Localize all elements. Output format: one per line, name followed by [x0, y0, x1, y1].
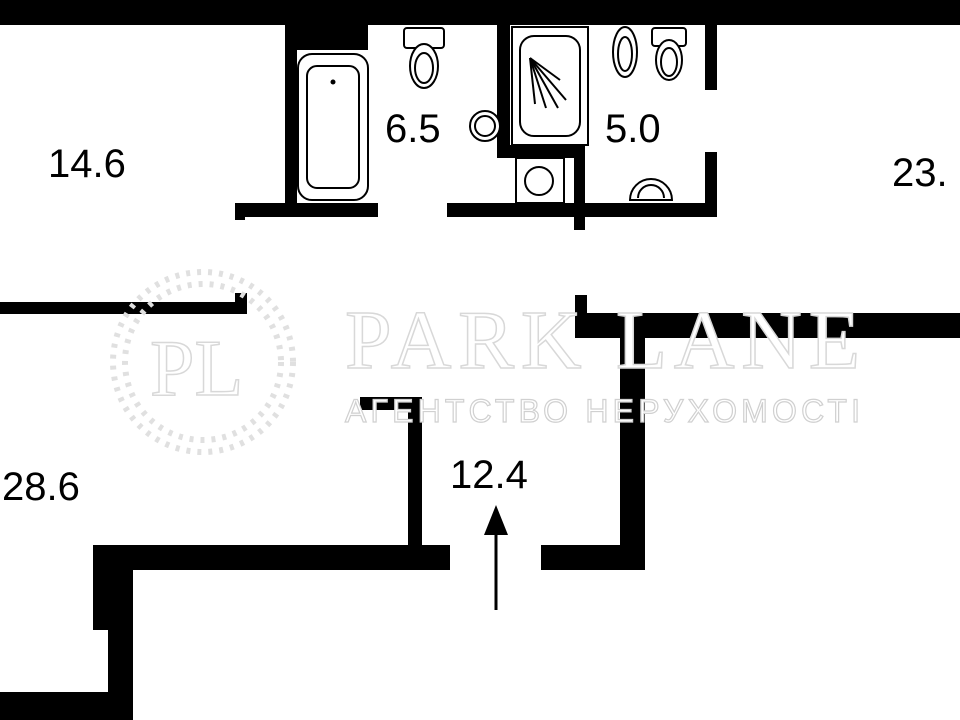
wall — [497, 145, 585, 158]
washing-machine-icon — [515, 157, 565, 204]
room-area-label: 6.5 — [385, 107, 441, 151]
wall — [497, 25, 510, 158]
wall — [574, 145, 585, 230]
room-area-label: 14.6 — [48, 142, 126, 186]
wall — [285, 25, 297, 210]
sink-icon — [469, 110, 501, 142]
room-area-label: 23. — [892, 151, 948, 195]
watermark-brand: PARK LANE — [345, 294, 860, 387]
room-area-label: 12.4 — [450, 453, 528, 497]
wall — [235, 203, 378, 217]
wall — [360, 397, 422, 410]
bidet-icon — [612, 26, 638, 78]
toilet-icon — [651, 27, 687, 81]
wall-top — [0, 0, 960, 25]
wall — [95, 545, 450, 570]
shower-icon — [511, 26, 589, 146]
wall — [541, 545, 645, 570]
wall — [235, 203, 245, 220]
wall — [0, 302, 247, 314]
urinal-icon — [628, 178, 674, 201]
wall — [620, 313, 645, 570]
bathtub-icon — [297, 53, 369, 201]
room-area-label: 5.0 — [605, 107, 661, 151]
toilet-icon — [403, 27, 445, 89]
watermark-monogram: PL — [150, 325, 243, 413]
watermark: PL PARK LANE АГЕНТСТВО НЕРУХОМОСТІ — [110, 269, 861, 455]
wall — [705, 25, 717, 90]
wall — [408, 397, 422, 570]
watermark-subtitle: АГЕНТСТВО НЕРУХОМОСТІ — [345, 393, 860, 429]
wall — [705, 152, 717, 217]
wall — [235, 293, 247, 314]
wall — [0, 692, 133, 720]
room-area-label: 28.6 — [2, 465, 80, 509]
watermark-wreath-icon — [110, 269, 296, 455]
entrance-arrow-icon — [484, 505, 508, 610]
wall — [108, 545, 133, 720]
wall — [285, 25, 368, 50]
